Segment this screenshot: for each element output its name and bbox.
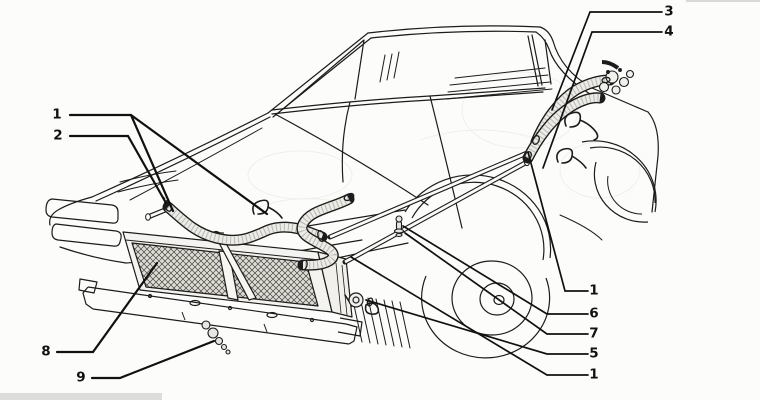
leader-2 bbox=[68, 134, 168, 205]
callout-label-1-left[interactable]: 1 bbox=[52, 106, 62, 123]
leader-7 bbox=[404, 232, 589, 335]
leader-1-right-top bbox=[527, 151, 589, 292]
leader-8 bbox=[55, 261, 159, 354]
callout-label-9[interactable]: 9 bbox=[76, 369, 86, 386]
callout-label-3[interactable]: 3 bbox=[664, 3, 674, 20]
leader-1-right-bottom bbox=[350, 256, 589, 376]
leader-3 bbox=[551, 11, 663, 111]
scan-ghost-artifacts bbox=[247, 71, 641, 211]
engine-fittings bbox=[598, 60, 635, 95]
bottom-outlet-fitting bbox=[348, 292, 364, 308]
leader-4 bbox=[542, 31, 663, 169]
rear-wheel bbox=[581, 140, 657, 223]
callout-label-8[interactable]: 8 bbox=[41, 343, 51, 360]
radiator-support-crossmember bbox=[78, 278, 363, 345]
front-wheel bbox=[404, 174, 552, 359]
callout-label-7[interactable]: 7 bbox=[589, 325, 599, 342]
callout-label-6[interactable]: 6 bbox=[589, 305, 599, 322]
callout-leader-lines bbox=[55, 11, 663, 380]
drain-plug-parts bbox=[201, 320, 231, 355]
radiator-assembly bbox=[122, 230, 353, 318]
callout-label-1-right-bottom[interactable]: 1 bbox=[589, 366, 599, 383]
leader-6 bbox=[402, 225, 589, 315]
callout-label-4[interactable]: 4 bbox=[664, 23, 674, 40]
callout-label-5[interactable]: 5 bbox=[589, 345, 599, 362]
callout-label-1-right-top[interactable]: 1 bbox=[589, 282, 599, 299]
leader-9 bbox=[90, 339, 216, 380]
pipe-mounting-bolt bbox=[393, 215, 405, 238]
leader-5 bbox=[365, 299, 589, 355]
callout-label-2[interactable]: 2 bbox=[53, 127, 63, 144]
leader-1-left bbox=[68, 113, 269, 216]
